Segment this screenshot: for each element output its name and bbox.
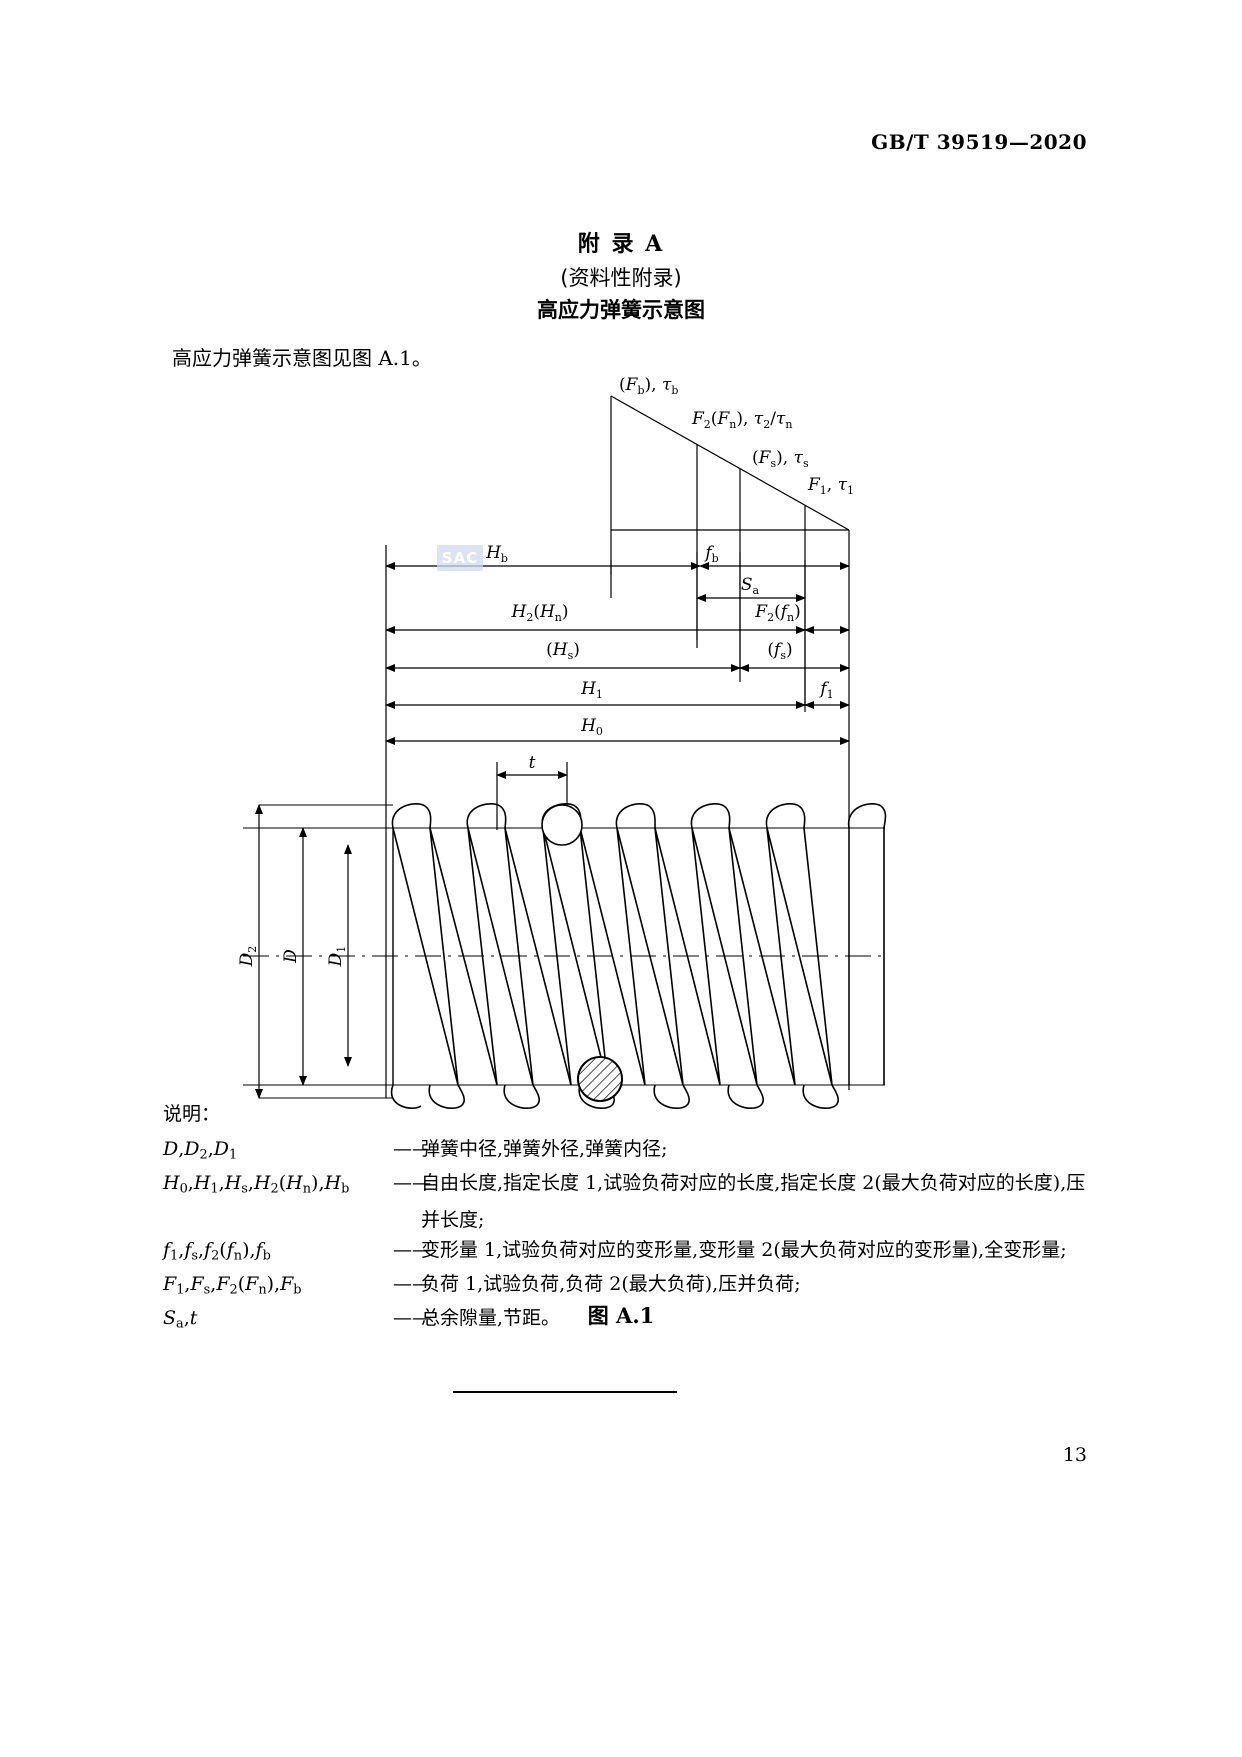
dim-label-H1: H1: [580, 679, 603, 701]
dim-label-F2fn: F2(fn): [754, 602, 800, 624]
dim-label-Hs: (Hs): [546, 640, 580, 662]
footer-rule: [453, 1391, 677, 1393]
legend-row: Sa,t —— 总余隙量,节距。: [163, 1305, 1163, 1334]
legend-symbols: D,D2,D1: [163, 1138, 238, 1163]
intro-paragraph: 高应力弹簧示意图见图 A.1。: [172, 346, 432, 370]
legend-symbols: Sa,t: [163, 1307, 198, 1332]
force-label-f2: F2(Fn), τ2/τn: [691, 409, 792, 431]
legend-row: H0,H1,Hs,H2(Hn),Hb —— 自由长度,指定长度 1,试验负荷对应…: [163, 1170, 1163, 1199]
sac-watermark: SAC: [437, 545, 483, 571]
legend-text: 负荷 1,试验负荷,负荷 2(最大负荷),压并负荷;: [421, 1273, 801, 1296]
wire-section-top: [541, 804, 583, 846]
dim-label-Hb: Hb: [485, 543, 508, 565]
legend-text: 自由长度,指定长度 1,试验负荷对应的长度,指定长度 2(最大负荷对应的长度),…: [421, 1172, 1086, 1195]
force-label-fb: (Fb), τb: [619, 375, 678, 397]
legend-dash: ——: [393, 1273, 431, 1296]
legend-symbols: f1,fs,f2(fn),fb: [163, 1238, 271, 1264]
legend-text: 变形量 1,试验负荷对应的变形量,变形量 2(最大负荷对应的变形量),全变形量;: [421, 1238, 1067, 1261]
legend-text-continued: 并长度;: [421, 1208, 485, 1231]
force-label-fs: (Fs), τs: [752, 448, 809, 470]
annex-title: 附 录 A: [577, 231, 665, 257]
legend-block: 说明： D,D2,D1 —— 弹簧中径,弹簧外径,弹簧内径; H0,H1,Hs,…: [163, 1099, 1163, 1340]
dim-label-D: D: [281, 949, 301, 964]
dim-label-fs: (fs): [767, 640, 792, 662]
legend-symbols: F1,Fs,F2(Fn),Fb: [163, 1273, 302, 1298]
page-number: 13: [1062, 1444, 1087, 1466]
legend-dash: ——: [393, 1238, 431, 1261]
dim-label-f1: f1: [818, 679, 833, 701]
dim-label-fb: fb: [703, 543, 718, 565]
legend-symbols: H0,H1,Hs,H2(Hn),Hb: [163, 1172, 350, 1197]
dim-label-H0: H0: [580, 716, 603, 738]
legend-row: F1,Fs,F2(Fn),Fb —— 负荷 1,试验负荷,负荷 2(最大负荷),…: [163, 1271, 1163, 1300]
legend-text: 弹簧中径,弹簧外径,弹簧内径;: [421, 1138, 668, 1160]
legend-title: 说明：: [163, 1103, 221, 1125]
dim-label-Sa: Sa: [741, 575, 760, 597]
dim-label-t: t: [529, 753, 536, 773]
dim-label-H2Hn: H2(Hn): [510, 602, 568, 624]
dim-label-D1: D1: [326, 946, 348, 968]
legend-text: 总余隙量,节距。: [421, 1307, 561, 1330]
wire-section-hatched: [577, 1056, 623, 1102]
legend-row: f1,fs,f2(fn),fb —— 变形量 1,试验负荷对应的变形量,变形量 …: [163, 1237, 1163, 1266]
legend-dash: ——: [393, 1138, 431, 1160]
legend-row: D,D2,D1 —— 弹簧中径,弹簧外径,弹簧内径;: [163, 1136, 1163, 1165]
force-label-f1: F1, τ1: [807, 475, 854, 497]
annex-nature: (资料性附录): [560, 266, 682, 290]
legend-dash: ——: [393, 1172, 431, 1195]
running-header: GB/T 39519—2020: [871, 130, 1087, 154]
dim-label-D2: D2: [237, 946, 259, 968]
annex-subject: 高应力弹簧示意图: [537, 298, 705, 322]
figure-caption: 图 A.1: [587, 1303, 655, 1328]
